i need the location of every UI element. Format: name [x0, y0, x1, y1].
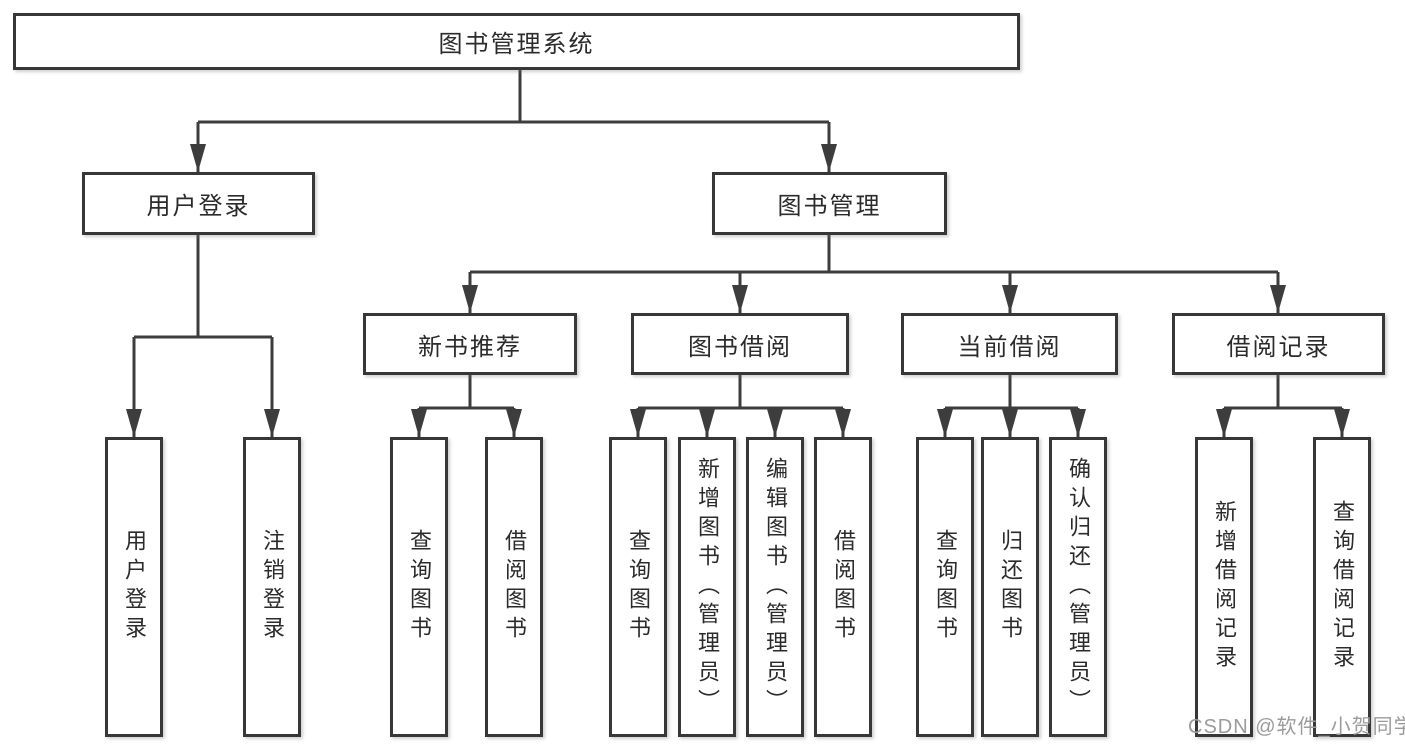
leaf-query-books-borrowing-label: 查询图书 [626, 529, 651, 645]
leaf-edit-books-admin: 编辑图书（管理员） [746, 437, 804, 737]
leaf-return-books: 归还图书 [981, 437, 1039, 737]
node-user-login-label: 用户登录 [146, 193, 251, 220]
leaf-logout-label: 注销登录 [260, 529, 285, 645]
node-book-management: 图书管理 [712, 172, 947, 235]
node-root: 图书管理系统 [13, 13, 1020, 70]
leaf-borrow-books-recommend: 借阅图书 [485, 437, 543, 737]
leaf-query-books-current: 查询图书 [916, 437, 974, 737]
leaf-add-borrow-record-label: 新增借阅记录 [1212, 500, 1237, 674]
leaf-borrow-books-borrowing: 借阅图书 [814, 437, 872, 737]
node-user-login: 用户登录 [82, 172, 315, 235]
leaf-query-books-recommend-label: 查询图书 [407, 529, 432, 645]
leaf-return-books-label: 归还图书 [998, 529, 1023, 645]
node-book-management-label: 图书管理 [777, 193, 882, 220]
node-new-book-recommend: 新书推荐 [363, 313, 577, 375]
node-current-borrowing: 当前借阅 [901, 313, 1118, 375]
leaf-confirm-return-admin-label: 确认归还（管理员） [1066, 456, 1091, 718]
leaf-edit-books-admin-label: 编辑图书（管理员） [763, 456, 788, 718]
leaf-logout: 注销登录 [243, 437, 301, 737]
connector-arrows [126, 122, 1350, 437]
leaf-add-books-admin: 新增图书（管理员） [678, 437, 736, 737]
leaf-query-borrow-record-label: 查询借阅记录 [1330, 500, 1355, 674]
node-root-label: 图书管理系统 [438, 31, 595, 58]
node-borrowing-records-label: 借阅记录 [1226, 333, 1331, 361]
leaf-add-books-admin-label: 新增图书（管理员） [695, 456, 720, 718]
leaf-query-borrow-record: 查询借阅记录 [1313, 437, 1371, 737]
node-borrowing-records: 借阅记录 [1172, 313, 1385, 375]
leaf-user-login: 用户登录 [105, 437, 163, 737]
leaf-query-books-current-label: 查询图书 [933, 529, 958, 645]
leaf-borrow-books-recommend-label: 借阅图书 [502, 529, 527, 645]
csdn-watermark: CSDN @软件_小贺同学 [1188, 716, 1405, 738]
node-new-book-recommend-label: 新书推荐 [418, 333, 522, 361]
node-book-borrowing: 图书借阅 [631, 313, 849, 375]
leaf-user-login-label: 用户登录 [122, 529, 147, 645]
node-current-borrowing-label: 当前借阅 [957, 333, 1062, 361]
leaf-query-books-recommend: 查询图书 [390, 437, 448, 737]
node-book-borrowing-label: 图书借阅 [688, 333, 792, 361]
leaf-borrow-books-borrowing-label: 借阅图书 [831, 529, 856, 645]
leaf-query-books-borrowing: 查询图书 [609, 437, 667, 737]
leaf-confirm-return-admin: 确认归还（管理员） [1049, 437, 1107, 737]
leaf-add-borrow-record: 新增借阅记录 [1195, 437, 1253, 737]
